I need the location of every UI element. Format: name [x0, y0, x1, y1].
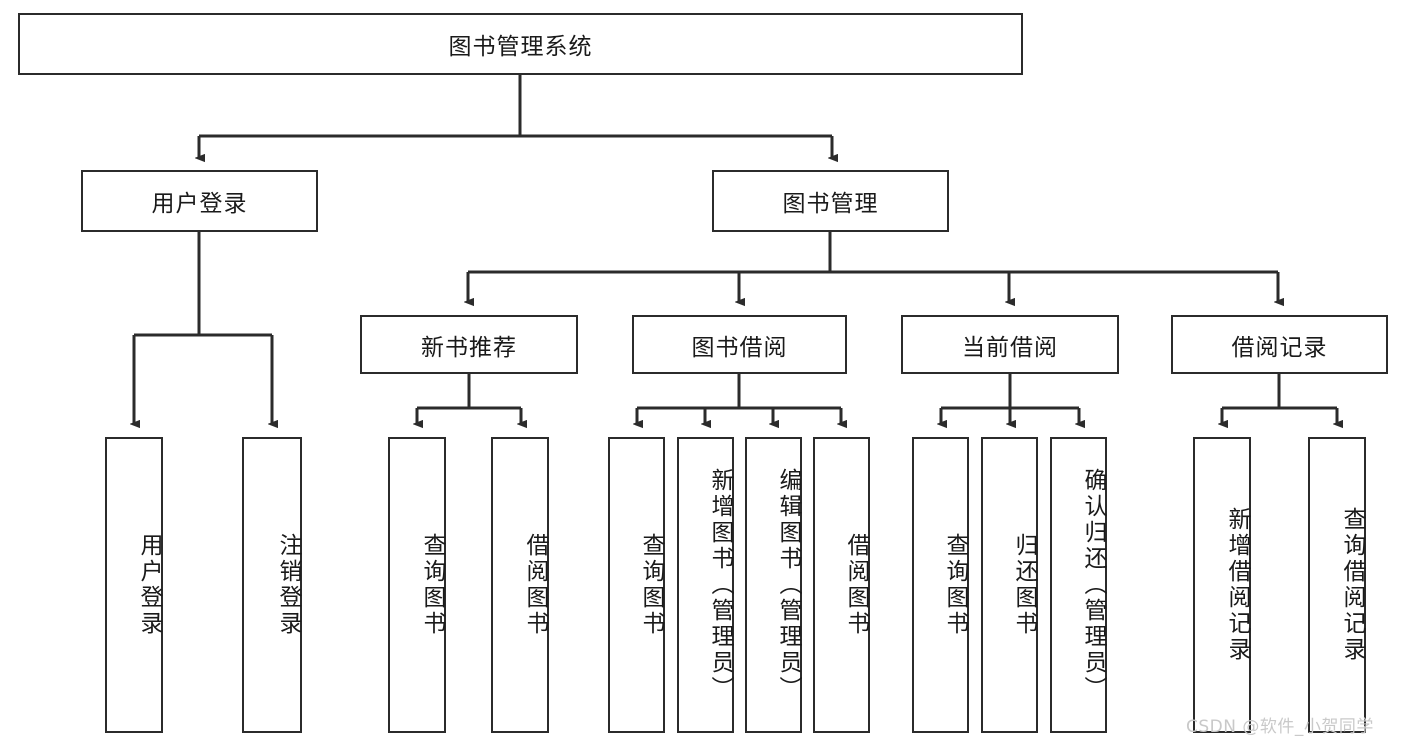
node-current-borrow[interactable]: 当前借阅: [901, 315, 1119, 374]
leaf-label: 归还图书: [1011, 533, 1037, 637]
node-borrow-record[interactable]: 借阅记录: [1171, 315, 1388, 374]
leaf-confirm-return-admin[interactable]: 确认归还（管理员）: [1050, 437, 1107, 733]
leaf-label: 用户登录: [136, 533, 162, 637]
node-new-book-recommend[interactable]: 新书推荐: [360, 315, 578, 374]
node-book-manage[interactable]: 图书管理: [712, 170, 949, 232]
leaf-query-book-current[interactable]: 查询图书: [912, 437, 969, 733]
leaf-label: 新增图书（管理员）: [707, 468, 733, 702]
leaf-label: 查询图书: [638, 533, 664, 637]
leaf-label: 注销登录: [275, 533, 301, 637]
leaf-label: 确认归还（管理员）: [1080, 468, 1106, 702]
leaf-logout[interactable]: 注销登录: [242, 437, 302, 733]
edge-bookborrow-to-leaves: [637, 374, 841, 424]
node-book-borrow[interactable]: 图书借阅: [632, 315, 847, 374]
leaf-label: 查询图书: [942, 533, 968, 637]
leaf-label: 借阅图书: [843, 533, 869, 637]
leaf-user-login[interactable]: 用户登录: [105, 437, 163, 733]
leaf-query-borrow-record[interactable]: 查询借阅记录: [1308, 437, 1366, 733]
leaf-label: 借阅图书: [522, 533, 548, 637]
leaf-label: 查询图书: [419, 533, 445, 637]
leaf-borrow-book-borrow[interactable]: 借阅图书: [813, 437, 870, 733]
csdn-watermark: CSDN @软件_小贺同学: [1186, 717, 1374, 737]
node-user-login[interactable]: 用户登录: [81, 170, 318, 232]
leaf-return-book[interactable]: 归还图书: [981, 437, 1038, 733]
leaf-query-book-recommend[interactable]: 查询图书: [388, 437, 446, 733]
edge-newbookrec-to-leaves: [417, 374, 521, 424]
leaf-label: 新增借阅记录: [1224, 507, 1250, 663]
node-root-system[interactable]: 图书管理系统: [18, 13, 1023, 75]
edge-root-to-level2: [199, 75, 832, 158]
edge-borrowrecord-to-leaves: [1222, 374, 1337, 424]
edge-userlogin-to-leaves: [134, 232, 272, 424]
leaf-label: 编辑图书（管理员）: [775, 468, 801, 702]
leaf-borrow-book-recommend[interactable]: 借阅图书: [491, 437, 549, 733]
leaf-add-book-admin[interactable]: 新增图书（管理员）: [677, 437, 734, 733]
edge-currentborrow-to-leaves: [941, 374, 1079, 424]
leaf-label: 查询借阅记录: [1339, 507, 1365, 663]
edge-bookmanage-to-level3: [468, 232, 1278, 302]
leaf-edit-book-admin[interactable]: 编辑图书（管理员）: [745, 437, 802, 733]
leaf-add-borrow-record[interactable]: 新增借阅记录: [1193, 437, 1251, 733]
leaf-query-book-borrow[interactable]: 查询图书: [608, 437, 665, 733]
